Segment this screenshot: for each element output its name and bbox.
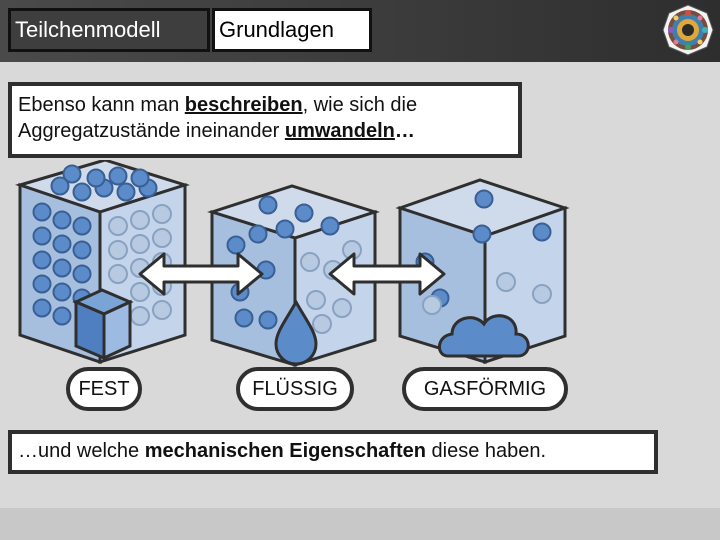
intro-text-3: Aggregatzustände ineinander [18,120,285,142]
intro-text: Ebenso kann man beschreiben, wie sich di… [8,82,522,158]
intro-text-emphasis-2: umwandeln [284,120,395,142]
water-drop-icon [274,298,318,366]
outro-text-emphasis: mechanischen Eigenschaften [144,440,426,462]
cloud-icon [438,314,530,358]
title-part-1: Teilchenmodell [8,8,210,52]
states-illustration [15,160,570,368]
state-label-solid: FEST [66,367,142,411]
ice-cube-icon [72,288,134,361]
logo-icon [662,4,714,56]
intro-text-ellipsis: … [394,120,415,142]
state-label-gas: GASFÖRMIG [402,367,568,411]
title-bar: Teilchenmodell Grundlagen [0,0,720,62]
intro-text-2: , wie sich die [302,94,418,116]
title-part-2: Grundlagen [212,8,372,52]
intro-text-1: Ebenso kann man [18,94,185,116]
intro-text-emphasis-1: beschreiben [184,94,303,116]
footer-bar [0,508,720,540]
gas-cube-icon [395,178,570,365]
double-arrow-icon [328,252,446,296]
outro-text: …und welche mechanischen Eigenschaften d… [8,430,658,474]
state-label-liquid: FLÜSSIG [236,367,354,411]
outro-text-2: diese haben. [425,440,547,462]
liquid-cube-icon [207,184,380,368]
double-arrow-icon [138,252,264,296]
outro-text-1: …und welche [18,440,145,462]
